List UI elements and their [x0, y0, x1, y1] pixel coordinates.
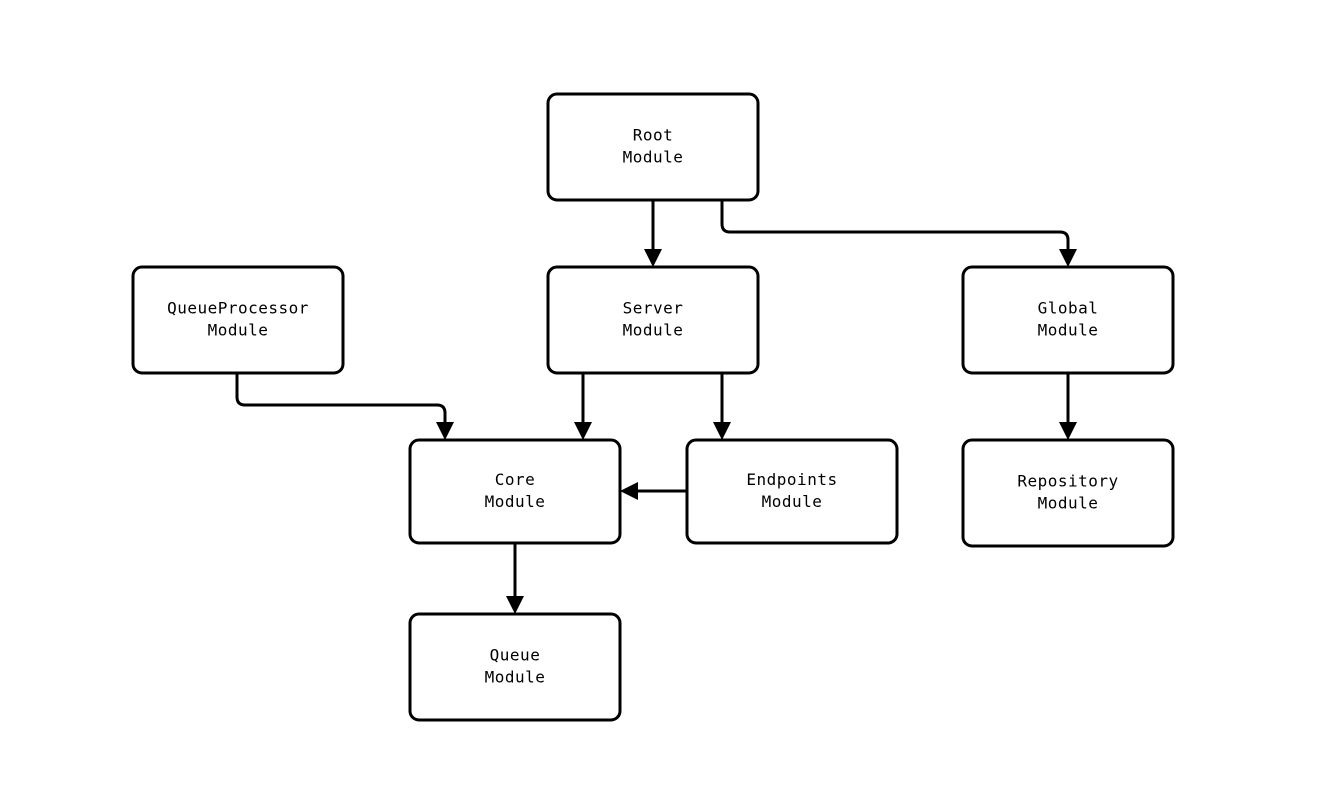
node-label-line1: Repository	[1017, 472, 1118, 491]
node-label-line1: Global	[1038, 299, 1099, 318]
node-label-line2: Module	[762, 492, 823, 511]
node-label-line2: Module	[1038, 321, 1099, 340]
arrowhead-icon	[506, 596, 524, 614]
node-label-line1: Queue	[490, 646, 541, 665]
node-label-line2: Module	[623, 321, 684, 340]
node-label-line1: Root	[633, 126, 674, 145]
node-box[interactable]	[408, 612, 622, 722]
node-box[interactable]	[546, 265, 760, 375]
node-label-line2: Module	[208, 321, 269, 340]
edge-root-to-global	[720, 200, 1077, 267]
edge-server-to-core	[574, 373, 592, 440]
nodes-layer: RootModuleQueueProcessorModuleServerModu…	[131, 92, 1175, 722]
arrowhead-icon	[1059, 422, 1077, 440]
edge-queueprocessor-to-core	[235, 373, 454, 440]
node-label-line2: Module	[1038, 494, 1099, 513]
node-box[interactable]	[685, 438, 899, 545]
arrowhead-icon	[644, 249, 662, 267]
edge-root-to-server	[644, 200, 662, 267]
node-label-line2: Module	[485, 668, 546, 687]
node-box[interactable]	[131, 265, 345, 375]
node-box[interactable]	[961, 438, 1175, 548]
edge-endpoints-to-core	[620, 482, 687, 500]
edge-line	[235, 373, 447, 425]
arrowhead-icon	[436, 422, 454, 440]
arrowhead-icon	[713, 422, 731, 440]
node-label-line1: Core	[495, 470, 536, 489]
node-label-line2: Module	[623, 148, 684, 167]
node-box[interactable]	[546, 92, 760, 202]
node-label-line1: Server	[623, 299, 684, 318]
edge-server-to-endpoints	[713, 373, 731, 440]
arrowhead-icon	[574, 422, 592, 440]
node-label-line1: QueueProcessor	[167, 299, 309, 318]
edges-layer	[235, 200, 1077, 614]
edge-global-to-repository	[1059, 373, 1077, 440]
edge-line	[720, 200, 1070, 252]
node-box[interactable]	[961, 265, 1175, 375]
node-label-line1: Endpoints	[746, 470, 837, 489]
arrowhead-icon	[1059, 249, 1077, 267]
node-label-line2: Module	[485, 492, 546, 511]
node-box[interactable]	[408, 438, 622, 545]
edge-core-to-queue	[506, 543, 524, 614]
arrowhead-icon	[620, 482, 638, 500]
